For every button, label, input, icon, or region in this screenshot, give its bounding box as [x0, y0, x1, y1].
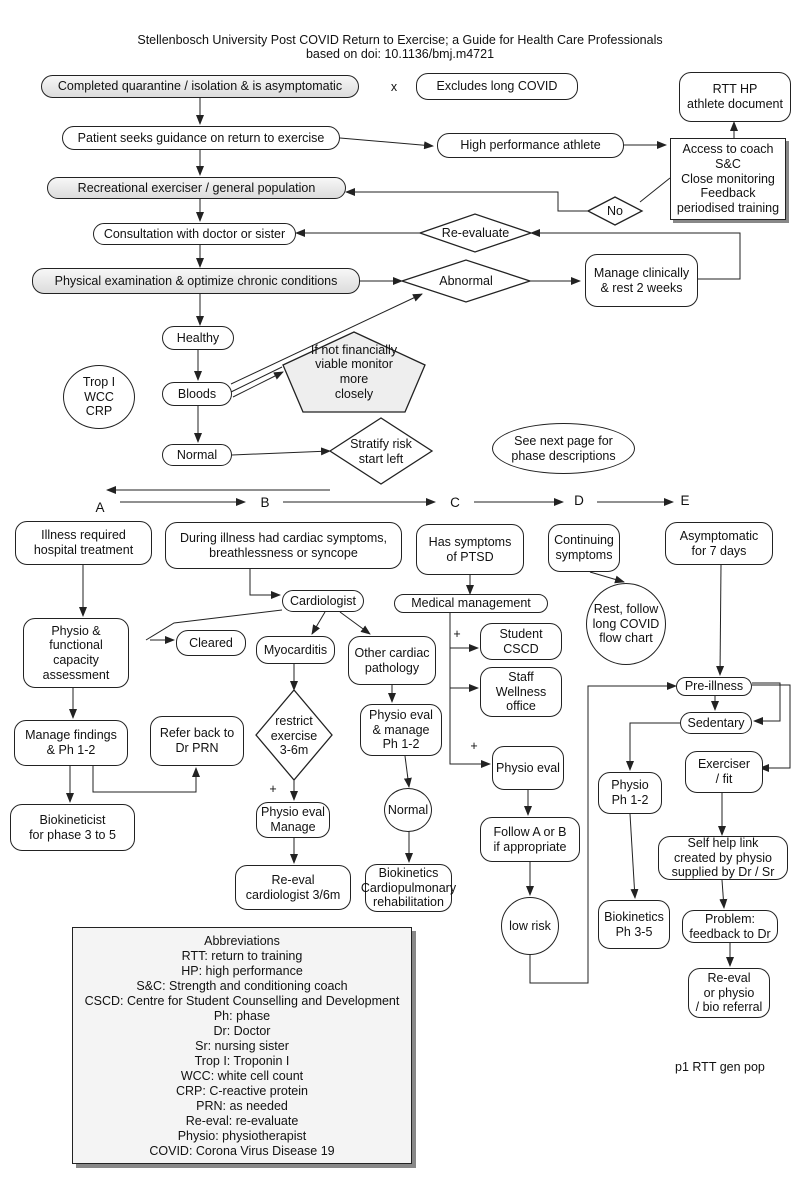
abbreviation-item: WCC: white cell count	[180, 1069, 304, 1083]
physio-eval-m-node: Physio eval Manage	[256, 802, 330, 838]
recreational-node: Recreational exerciser / general populat…	[47, 177, 346, 199]
no-decision: No	[607, 203, 623, 218]
follow-ab-node: Follow A or B if appropriate	[480, 817, 580, 862]
abbreviation-item: Dr: Doctor	[213, 1024, 271, 1038]
other-cardiac-node: Other cardiac pathology	[348, 636, 436, 685]
biokinetics-cardiopulmonary-node: Biokinetics Cardiopulmonary rehabilitati…	[361, 864, 456, 912]
abnormal-decision: Abnormal	[439, 273, 493, 288]
phase-label-c: C	[450, 495, 460, 511]
restrict-exercise-decision: restrict exercise 3-6m	[270, 713, 318, 758]
reeval-physio-node: Re-eval or physio / bio referral	[688, 968, 770, 1018]
cleared-node: Cleared	[176, 630, 246, 656]
plus-sign-physio: +	[470, 738, 478, 753]
self-help-node: Self help link created by physio supplie…	[658, 836, 788, 880]
physical-exam-node: Physical examination & optimize chronic …	[32, 268, 360, 294]
abbreviation-item: HP: high performance	[181, 964, 303, 978]
see-next-page-note: See next page for phase descriptions	[492, 423, 635, 474]
bloods-node: Bloods	[162, 382, 232, 406]
physio-eval-manage-ph-node: Physio eval & manage Ph 1-2	[360, 704, 442, 756]
abbreviation-item: Physio: physiotherapist	[177, 1129, 307, 1143]
stratify-decision: Stratify risk start left	[350, 437, 412, 466]
problem-feedback-node: Problem: feedback to Dr	[682, 910, 778, 943]
abbreviation-item: Re-eval: re-evaluate	[185, 1114, 299, 1128]
high-performance-node: High performance athlete	[437, 133, 624, 158]
excludes-long-covid-node: Excludes long COVID	[416, 73, 578, 100]
physio-ph12-node: Physio Ph 1-2	[598, 772, 662, 814]
reeval-cardiologist-node: Re-eval cardiologist 3/6m	[235, 865, 351, 910]
abbreviation-item: CSCD: Centre for Student Counselling and…	[84, 994, 400, 1008]
manage-clinically-node: Manage clinically & rest 2 weeks	[585, 254, 698, 307]
plus-sign-student: +	[453, 626, 461, 641]
page-subtitle: based on doi: 10.1136/bmj.m4721	[305, 47, 495, 61]
x-mark: x	[390, 79, 398, 94]
coach-node: Access to coach S&C Close monitoring Fee…	[670, 138, 786, 220]
plus-sign-myocarditis: +	[269, 781, 277, 796]
phase-label-d: D	[574, 493, 584, 509]
physio-functional-node: Physio & functional capacity assessment	[23, 618, 129, 688]
rest-long-covid-node: Rest, follow long COVID flow chart	[586, 583, 666, 665]
abbreviation-item: Trop I: Troponin I	[194, 1054, 290, 1068]
medical-management-node: Medical management	[394, 594, 548, 613]
phase-label-b: B	[260, 495, 270, 511]
abbreviation-item: RTT: return to training	[181, 949, 303, 963]
consultation-node: Consultation with doctor or sister	[93, 223, 296, 245]
ptsd-node: Has symptoms of PTSD	[416, 524, 524, 575]
abbreviation-item: COVID: Corona Virus Disease 19	[149, 1144, 335, 1158]
normal-circle: Normal	[384, 788, 432, 832]
page-footer: p1 RTT gen pop	[675, 1060, 765, 1074]
financial-note: If not financially viable monitor more c…	[310, 342, 398, 401]
healthy-node: Healthy	[162, 326, 234, 350]
refer-back-node: Refer back to Dr PRN	[150, 716, 244, 766]
student-cscd-node: Student CSCD	[480, 623, 562, 660]
biokineticist-node: Biokineticist for phase 3 to 5	[10, 804, 135, 851]
abbreviation-item: S&C: Strength and conditioning coach	[136, 979, 348, 993]
physio-eval-node: Physio eval	[492, 746, 564, 790]
cardiologist-node: Cardiologist	[282, 590, 364, 612]
quarantine-node: Completed quarantine / isolation & is as…	[41, 75, 359, 98]
page-title: Stellenbosch University Post COVID Retur…	[137, 33, 663, 47]
asymptomatic-node: Asymptomatic for 7 days	[665, 522, 773, 565]
abbreviations-box: Abbreviations RTT: return to training HP…	[72, 927, 412, 1164]
biokinetics-ph35-node: Biokinetics Ph 3-5	[598, 900, 670, 949]
cardiac-symptoms-node: During illness had cardiac symptoms, bre…	[165, 522, 402, 569]
sedentary-node: Sedentary	[680, 712, 752, 734]
abbreviation-item: CRP: C-reactive protein	[176, 1084, 308, 1098]
hospital-node: Illness required hospital treatment	[15, 521, 152, 565]
low-risk-circle: low risk	[501, 897, 559, 955]
myocarditis-node: Myocarditis	[256, 636, 335, 664]
pre-illness-node: Pre-illness	[676, 677, 752, 696]
manage-findings-node: Manage findings & Ph 1-2	[14, 720, 128, 766]
staff-wellness-node: Staff Wellness office	[480, 667, 562, 717]
continuing-symptoms-node: Continuing symptoms	[548, 524, 620, 572]
patient-seeks-node: Patient seeks guidance on return to exer…	[62, 126, 340, 150]
reevaluate-decision: Re-evaluate	[441, 225, 510, 240]
phase-label-a: A	[95, 500, 105, 516]
rtt-hp-document-node: RTT HP athlete document	[679, 72, 791, 122]
abbreviations-title: Abbreviations	[204, 934, 280, 948]
abbreviation-item: Sr: nursing sister	[195, 1039, 289, 1053]
blood-tests-circle: Trop I WCC CRP	[63, 365, 135, 429]
phase-label-e: E	[680, 493, 690, 509]
normal-node: Normal	[162, 444, 232, 466]
abbreviation-item: Ph: phase	[213, 1009, 271, 1023]
abbreviation-item: PRN: as needed	[196, 1099, 288, 1113]
exerciser-node: Exerciser / fit	[685, 751, 763, 793]
